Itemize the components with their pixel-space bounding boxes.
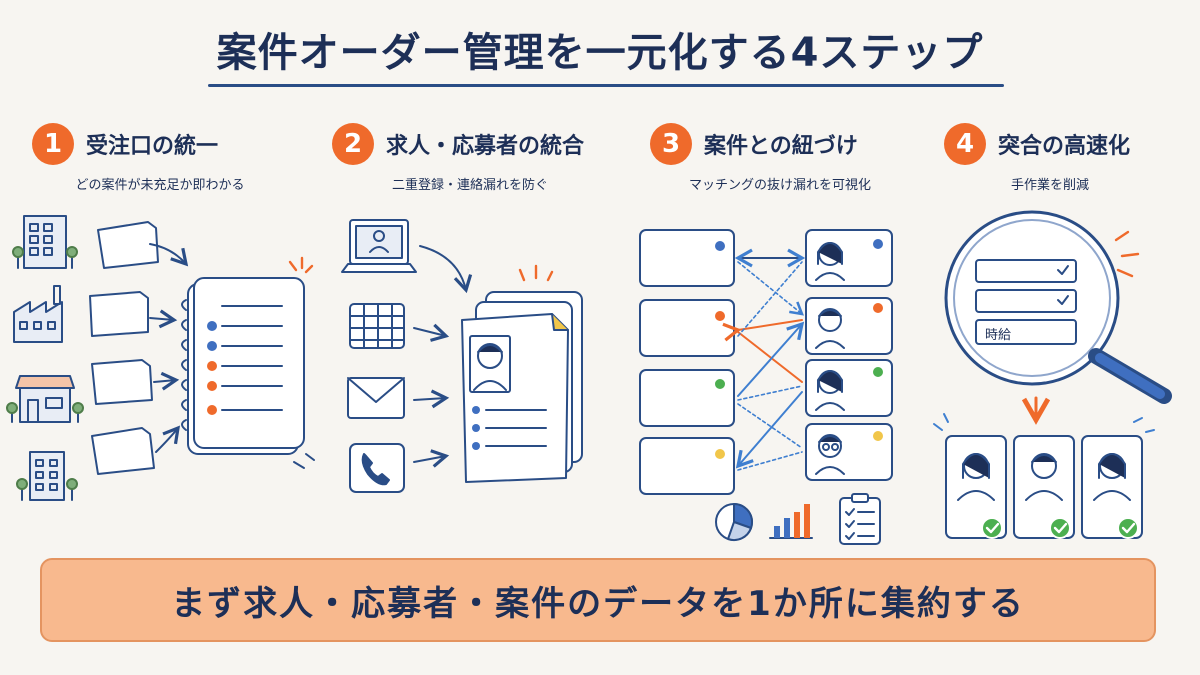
step-4-title: 突合の高速化: [998, 134, 1131, 159]
title-underline: [208, 84, 1004, 87]
person-avatar-icon: [815, 434, 845, 475]
form-field: [975, 259, 1077, 345]
shop-icon: [6, 375, 84, 423]
check-icon: [1117, 517, 1139, 539]
person-avatar-icon: [815, 242, 845, 281]
office-building-icon: [12, 215, 78, 269]
step-2-illustration: [341, 219, 583, 493]
mail-icon: [347, 377, 405, 419]
phone-icon: [349, 443, 405, 493]
check-icon: [981, 517, 1003, 539]
person-avatar-icon: [815, 370, 845, 411]
document-icon: [89, 221, 159, 475]
person-avatar-icon: [957, 453, 995, 501]
step-1-number: 1: [32, 123, 74, 165]
resume-stack-icon: [461, 291, 583, 483]
candidate-result-cards: [945, 435, 1143, 539]
summary-banner: まず求人・応募者・案件のデータを1か所に集約する: [40, 558, 1156, 642]
step-3-illustration: [639, 229, 893, 545]
spreadsheet-icon: [349, 303, 405, 349]
step-3-title: 案件との紐づけ: [704, 134, 858, 159]
step-1-illustration: [6, 215, 315, 501]
step-4-illustration: [933, 210, 1172, 539]
step-1-title: 受注口の統一: [86, 134, 219, 159]
person-avatar-icon: [1025, 453, 1063, 501]
step-1-subtitle: どの案件が未充足か即わかる: [75, 178, 245, 193]
factory-icon: [13, 285, 63, 343]
step-3-subtitle: マッチングの抜け漏れを可視化: [688, 178, 871, 193]
notebook-icon: [181, 277, 305, 455]
pie-chart-icon: [715, 502, 754, 542]
person-avatar-icon: [1093, 453, 1131, 501]
page-title: 案件オーダー管理を一元化する4ステップ: [216, 30, 984, 76]
laptop-icon: [341, 219, 417, 273]
step-2-number: 2: [332, 123, 374, 165]
clipboard-icon: [839, 493, 881, 545]
step-1-heading: 1 受注口の統一: [32, 122, 218, 166]
hourly-wage-field-label: 時給: [985, 328, 1012, 343]
step-4-subtitle: 手作業を削減: [1010, 178, 1089, 193]
step-4-number: 4: [944, 123, 986, 165]
step-4-heading: 4 突合の高速化: [944, 122, 1130, 166]
bar-chart-icon: [769, 504, 813, 539]
step-2-heading: 2 求人・応募者の統合: [332, 122, 584, 166]
step-2-title: 求人・応募者の統合: [386, 134, 585, 159]
step-2-subtitle: 二重登録・連絡漏れを防ぐ: [391, 178, 548, 193]
step-3-heading: 3 案件との紐づけ: [650, 122, 858, 166]
check-icon: [1049, 517, 1071, 539]
office-building-icon: [16, 451, 78, 501]
step-3-number: 3: [650, 123, 692, 165]
person-avatar-icon: [815, 308, 845, 349]
job-card-list: [639, 229, 735, 495]
